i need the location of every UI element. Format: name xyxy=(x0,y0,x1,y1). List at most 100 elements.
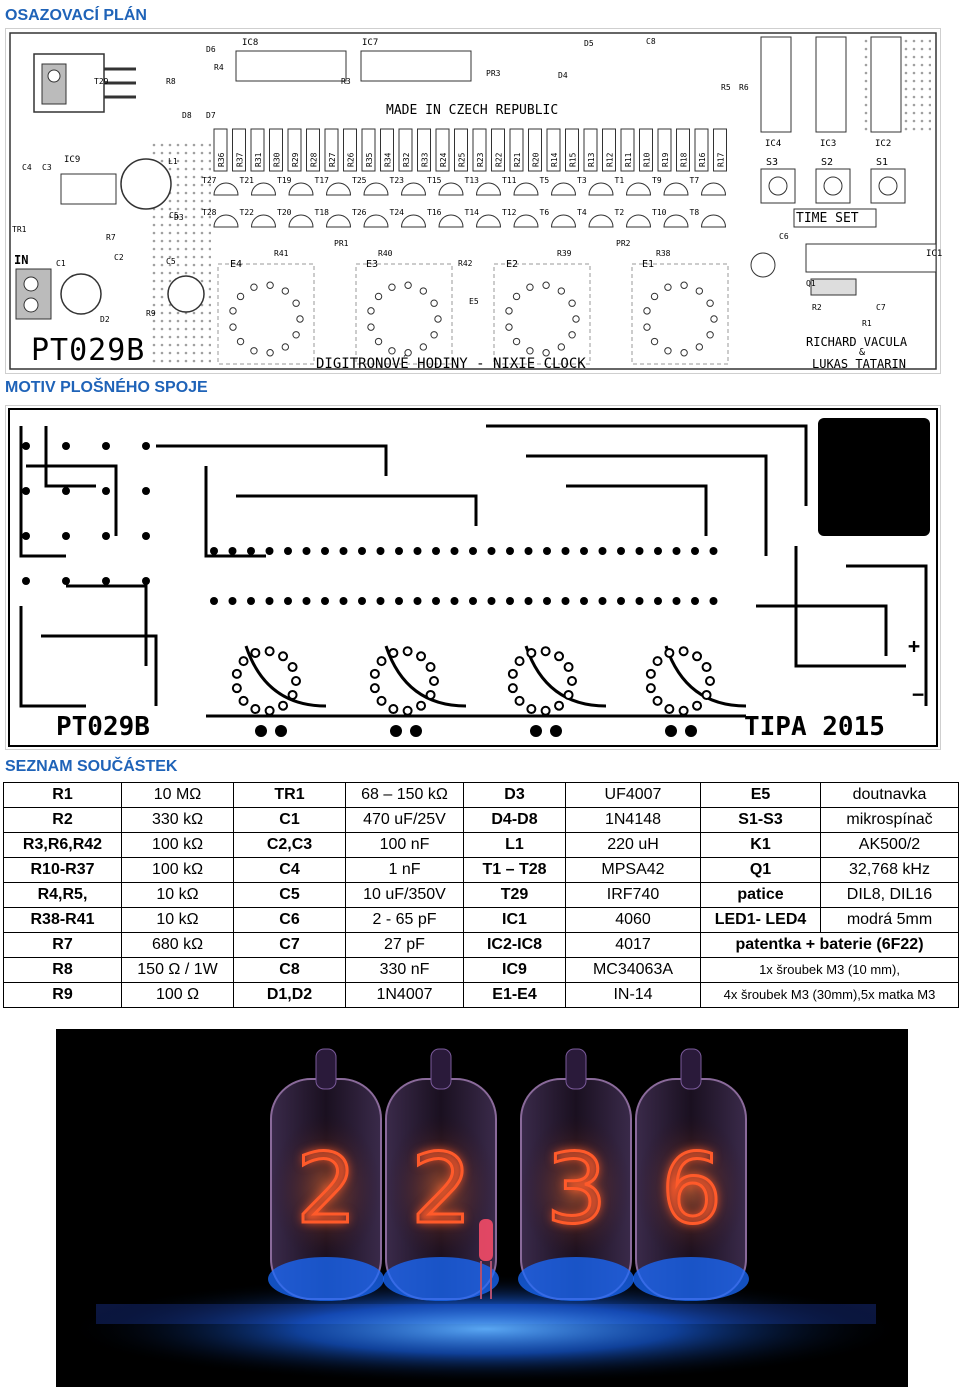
socket-pin xyxy=(266,349,274,357)
resistor-body xyxy=(398,128,413,172)
pcb-pad xyxy=(102,532,110,540)
transistor-label: T9 xyxy=(652,176,662,185)
transistor-label: T28 xyxy=(202,208,217,217)
resistor-body xyxy=(213,128,228,172)
table-cell: R2 xyxy=(3,807,122,833)
component-label: C5 xyxy=(166,257,176,266)
table-cell: 32,768 kHz xyxy=(820,857,959,883)
pcb-socket-pad xyxy=(664,647,675,658)
pcb-socket-pad xyxy=(554,651,565,662)
pcb-pad xyxy=(543,547,551,555)
pcb-pad xyxy=(358,597,366,605)
pcb-socket-pad xyxy=(554,700,565,711)
pcb-pad xyxy=(709,547,718,555)
resistor-label: R30 xyxy=(273,152,282,167)
table-cell: Q1 xyxy=(700,857,821,883)
pcb-pad xyxy=(580,547,588,555)
transistor-body xyxy=(513,182,539,196)
table-cell: IC2-IC8 xyxy=(463,932,566,958)
socket-pin xyxy=(430,299,438,307)
layout-plan-heading: OSAZOVACÍ PLÁN xyxy=(5,7,147,24)
resistor-label: R10 xyxy=(643,152,652,167)
table-cell: 4x šroubek M3 (30mm),5x matka M3 xyxy=(700,982,959,1008)
table-cell: C4 xyxy=(233,857,346,883)
pcb-pad xyxy=(524,547,533,555)
pcb-socket-pad xyxy=(287,662,298,673)
pcb-pad xyxy=(22,487,30,495)
resistor-body xyxy=(472,128,487,172)
table-cell: T1 – T28 xyxy=(463,857,566,883)
ic-label: IC3 xyxy=(820,139,837,149)
pcb-pad xyxy=(413,547,422,555)
socket-pin xyxy=(695,287,704,295)
table-cell: modrá 5mm xyxy=(820,907,959,933)
ic-label: IC9 xyxy=(64,155,81,165)
socket-pin xyxy=(419,287,428,295)
resistor-body xyxy=(528,128,542,172)
tube-tip xyxy=(430,1048,452,1090)
resistor-body xyxy=(380,128,394,172)
component-label: L1 xyxy=(168,157,178,166)
parts-list-heading: SEZNAM SOUČÁSTEK xyxy=(5,758,178,775)
socket-pin xyxy=(250,347,258,355)
pcb-plus: + xyxy=(908,634,921,658)
nixie-digit: 2 xyxy=(295,1133,359,1246)
component-label: PR3 xyxy=(486,69,501,78)
pcb-pad xyxy=(62,577,70,585)
pcb-motif-panel: PT029B TIPA 2015 + − xyxy=(5,405,941,750)
socket-pin xyxy=(664,283,672,291)
socket-pin xyxy=(512,292,521,301)
pcb-pad xyxy=(62,487,70,495)
pcb-pad xyxy=(450,597,459,605)
table-cell: patentka + baterie (6F22) xyxy=(700,932,959,958)
transistor-body xyxy=(288,182,314,196)
table-cell: 1x šroubek M3 (10 mm), xyxy=(700,957,959,983)
table-cell: TR1 xyxy=(233,782,346,808)
resistor-body xyxy=(713,128,727,172)
table-cell: R3,R6,R42 xyxy=(3,832,122,858)
table-cell: 10 uF/350V xyxy=(345,882,464,908)
board-title: DIGITRONOVÉ HODINY - NIXIE CLOCK xyxy=(316,356,586,372)
component-label: C8 xyxy=(646,37,656,46)
socket-pin xyxy=(292,299,300,307)
resistor-body xyxy=(694,128,709,172)
transistor-label: T5 xyxy=(540,176,550,185)
resistor-label: R23 xyxy=(476,152,485,167)
pcb-socket-pad xyxy=(692,700,703,711)
transistor-label: T20 xyxy=(277,208,292,217)
pcb-board-code: PT029B xyxy=(56,712,150,742)
component-label: R38 xyxy=(656,249,671,258)
pcb-socket-pad xyxy=(425,689,436,700)
socket-pin xyxy=(374,292,383,301)
socket-pin xyxy=(367,307,375,315)
pcb-pad xyxy=(265,597,274,605)
pcb-drawing xyxy=(8,408,938,747)
nixie-digit: 3 xyxy=(545,1133,609,1246)
component-label: C4 xyxy=(22,163,32,172)
table-cell: C1 xyxy=(233,807,346,833)
table-cell: 100 nF xyxy=(345,832,464,858)
table-cell: LED1- LED4 xyxy=(700,907,821,933)
transistor-label: T21 xyxy=(240,176,255,185)
transistor-body xyxy=(588,182,614,196)
switch-label: S2 xyxy=(821,157,834,168)
component-label: D8 xyxy=(182,111,192,120)
socket-pin xyxy=(542,349,550,357)
transistor-label: T3 xyxy=(577,176,587,185)
pcb-pad xyxy=(358,547,366,555)
transistor-label: T22 xyxy=(240,208,255,217)
resistor-label: R29 xyxy=(291,152,300,167)
component-label: D4 xyxy=(558,71,568,80)
socket-pin xyxy=(706,299,714,307)
pcb-pad xyxy=(339,547,348,555)
transistor-label: T4 xyxy=(577,208,587,217)
component-label: R5 xyxy=(721,83,731,92)
pcb-pad xyxy=(654,547,662,555)
pcb-socket-pad xyxy=(701,689,712,700)
pcb-socket-pad xyxy=(278,651,289,662)
socket-pin xyxy=(404,349,412,357)
socket-pin xyxy=(236,337,245,346)
pcb-socket-pad xyxy=(250,647,261,658)
pcb-pad xyxy=(395,597,403,605)
